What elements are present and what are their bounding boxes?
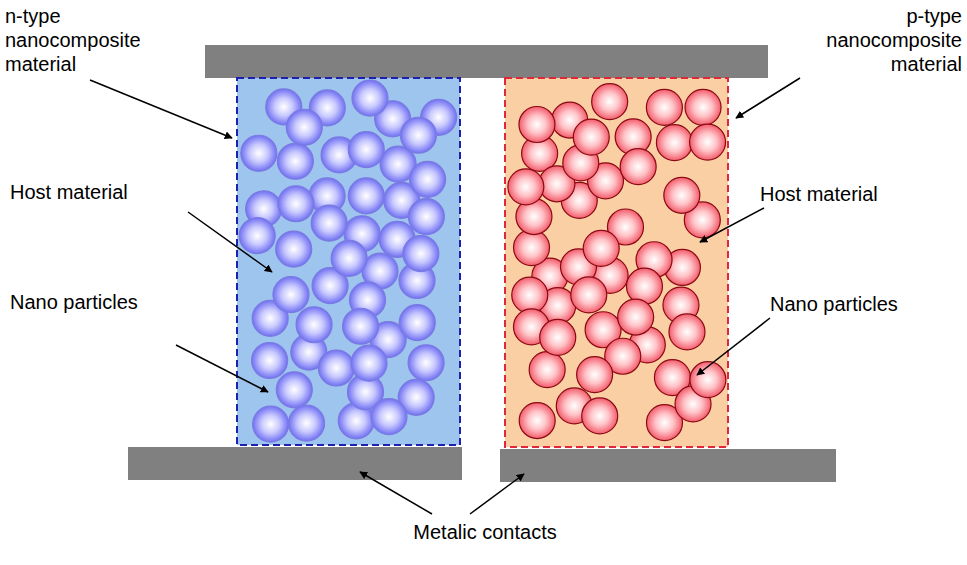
- nanoparticle: [512, 277, 548, 313]
- contacts-label: Metalic contacts: [360, 520, 610, 544]
- nanoparticle: [408, 345, 444, 381]
- nanoparticle: [408, 199, 444, 235]
- nanoparticle: [348, 132, 384, 168]
- leader-line: [360, 472, 432, 514]
- n-type-material-label: n-type nanocomposite material: [5, 4, 145, 76]
- nanoparticle: [519, 403, 555, 439]
- nanoparticle: [577, 357, 613, 393]
- p-type-nanoparticles: [508, 84, 726, 441]
- nanoparticle-label: Nano particles: [10, 290, 190, 314]
- nanoparticle: [277, 143, 313, 179]
- nanoparticle: [656, 125, 692, 161]
- nanoparticle: [351, 345, 387, 381]
- nanoparticle: [685, 89, 721, 125]
- n-type-nanoparticles: [239, 80, 456, 442]
- leader-lines: [90, 78, 800, 514]
- nanoparticle: [276, 372, 312, 408]
- nanoparticle: [239, 218, 275, 254]
- nanoparticle: [519, 107, 555, 143]
- nanoparticle: [331, 240, 367, 276]
- nanoparticle: [669, 314, 705, 350]
- nanoparticle: [348, 178, 384, 214]
- nanoparticle: [583, 230, 619, 266]
- nanoparticle: [400, 117, 436, 153]
- nanoparticle: [529, 352, 565, 388]
- nanoparticle: [241, 135, 277, 171]
- nanoparticle: [352, 80, 388, 116]
- leader-line: [736, 78, 800, 118]
- nanoparticle: [286, 109, 322, 145]
- leader-line: [188, 212, 272, 272]
- nanoparticle: [311, 205, 347, 241]
- bottom-right-contact: [500, 449, 836, 482]
- nanoparticle: [296, 307, 332, 343]
- nanoparticle: [278, 186, 314, 222]
- host-material-label: Host material: [760, 182, 940, 206]
- bottom-left-contact: [128, 447, 462, 480]
- leader-line: [697, 318, 770, 375]
- leader-line: [176, 345, 268, 392]
- nanoparticle: [410, 161, 446, 197]
- leader-line: [90, 80, 232, 138]
- nanoparticle: [573, 119, 609, 155]
- nanoparticle: [664, 177, 700, 213]
- nanoparticle: [399, 305, 435, 341]
- nanoparticle-label: Nano particles: [770, 292, 950, 316]
- nanoparticle: [620, 149, 656, 185]
- nanoparticle: [252, 342, 288, 378]
- nanoparticle: [343, 308, 379, 344]
- top-metal-contact: [205, 45, 768, 78]
- nanoparticle: [273, 277, 309, 313]
- nanoparticle: [646, 89, 682, 125]
- nanoparticle: [508, 169, 544, 205]
- n-type-host: [237, 78, 460, 445]
- leader-line: [700, 208, 764, 242]
- nanoparticle: [253, 406, 289, 442]
- nanoparticle: [540, 319, 576, 355]
- nanoparticle: [403, 236, 439, 272]
- p-type-material-label: p-type nanocomposite material: [812, 4, 962, 76]
- nanoparticle: [690, 124, 726, 160]
- nanoparticle: [371, 399, 407, 435]
- nanoparticle: [514, 230, 550, 266]
- nanoparticle: [626, 268, 662, 304]
- nanoparticle: [318, 350, 354, 386]
- nanoparticle: [276, 231, 312, 267]
- nanoparticle: [571, 277, 607, 313]
- nanoparticle: [289, 405, 325, 441]
- p-type-host: [505, 78, 728, 447]
- host-material-label: Host material: [10, 180, 190, 204]
- nanoparticle: [618, 299, 654, 335]
- nanoparticle: [592, 84, 628, 120]
- leader-line: [470, 474, 524, 514]
- nanoparticle: [582, 398, 618, 434]
